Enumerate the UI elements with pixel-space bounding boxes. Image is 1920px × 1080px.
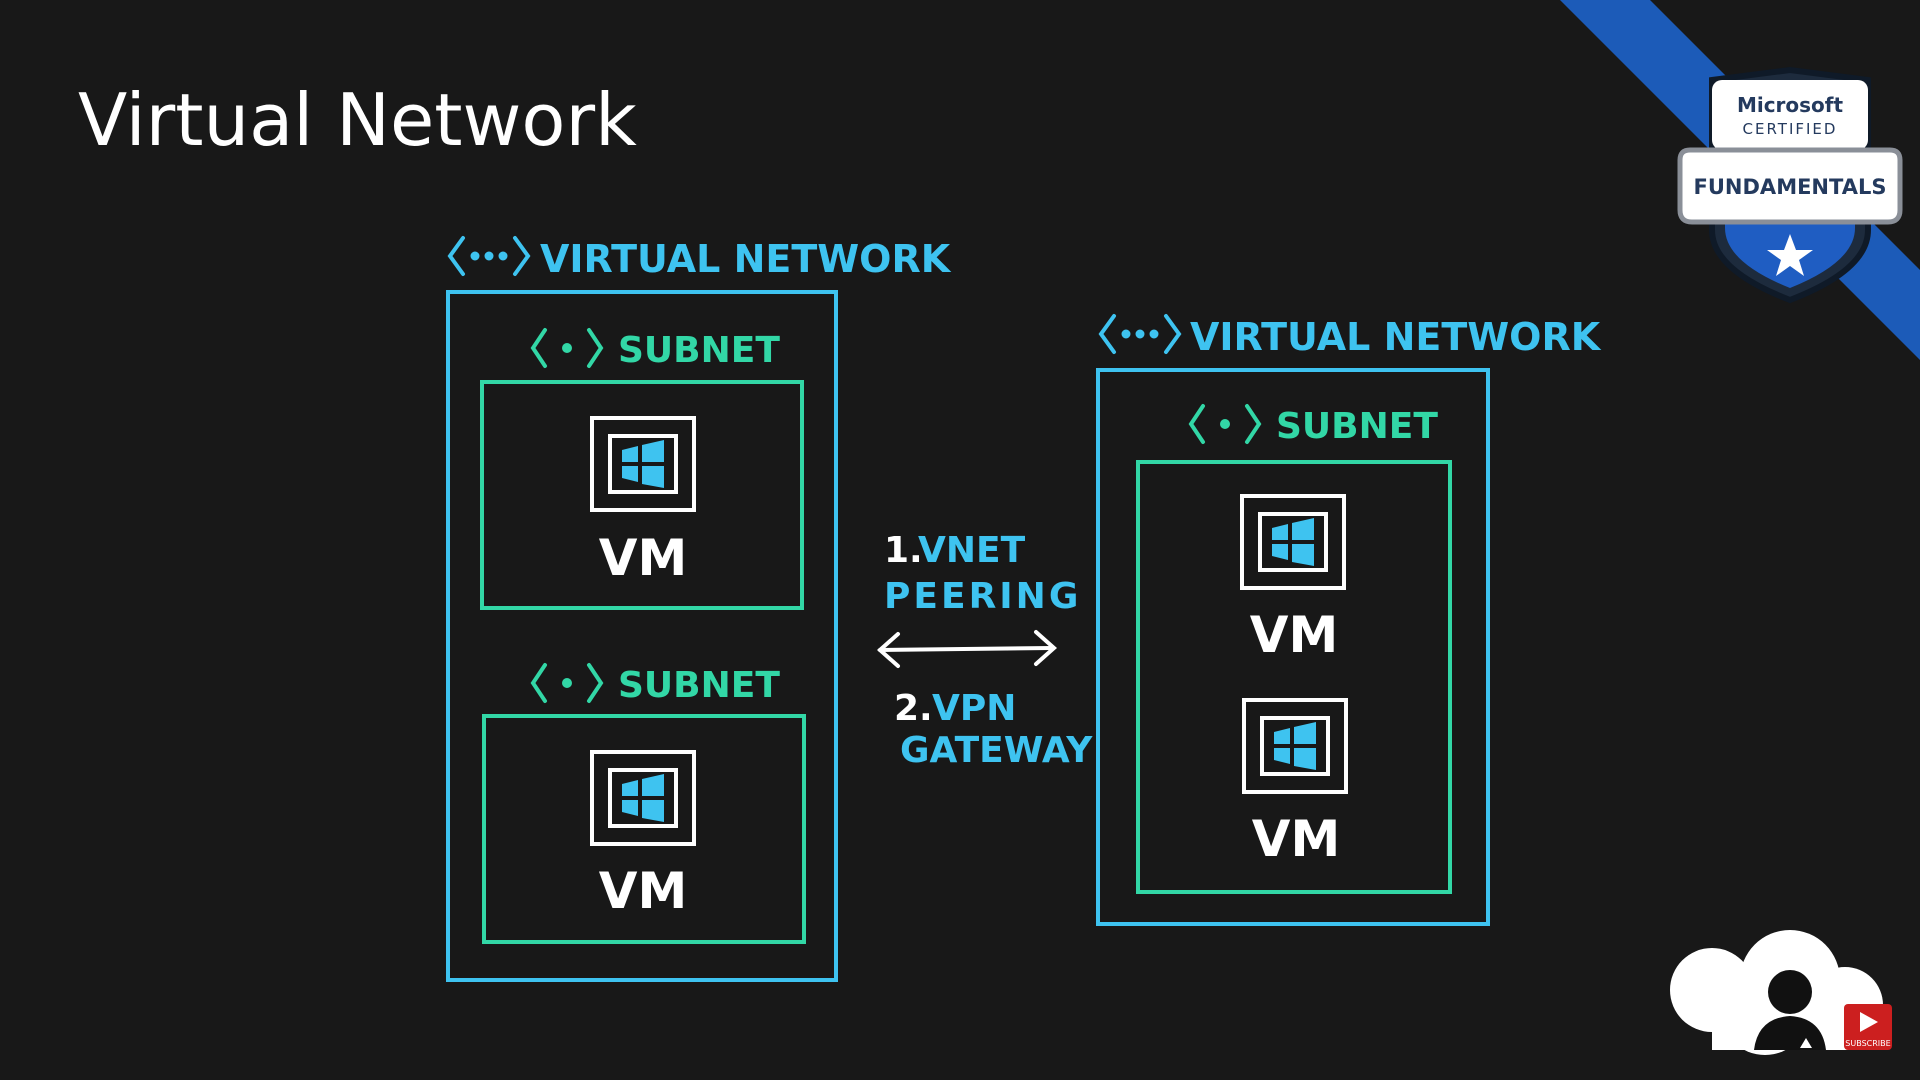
left-subnet-2-label: SUBNET [618,665,780,706]
right-vm-1-label: VM [1250,606,1338,664]
subscribe-label: SUBSCRIBE [1845,1039,1890,1048]
windows-vm-icon [590,416,696,512]
left-vnet-box [446,290,838,982]
connection-options: 1. VNET PEERING 2. VPN GATEWAY [876,530,1093,771]
avatar-cloud-icon [1670,930,1883,1055]
page-title: Virtual Network [78,78,637,162]
right-vm-2-label: VM [1252,810,1340,868]
right-subnet-label: SUBNET [1276,406,1438,447]
badge-level: FUNDAMENTALS [1694,175,1887,199]
left-subnet-1-box [480,380,804,610]
vnet-icon [1098,314,1182,354]
option-1-line-1: VNET [918,530,1026,571]
left-subnet-1-label: SUBNET [618,330,780,371]
subscribe-button[interactable]: SUBSCRIBE [1844,1004,1892,1050]
subnet-icon [530,663,604,703]
windows-vm-icon [1240,494,1346,590]
badge-brand: Microsoft [1737,93,1844,117]
vnet-icon [447,236,531,276]
play-icon [1860,1012,1878,1032]
option-2-line-1: VPN [932,688,1016,729]
left-vm-1-label: VM [599,529,687,587]
badge-certified: CERTIFIED [1743,120,1838,138]
option-2-number: 2. [894,688,933,729]
subnet-icon [1188,404,1262,444]
certification-badge: Microsoft CERTIFIED FUNDAMENTALS [1677,66,1903,304]
right-vnet-box [1096,368,1490,926]
option-2-line-2: GATEWAY [900,730,1093,771]
left-subnet-2-box [482,714,806,944]
right-vnet: VIRTUAL NETWORK SUBNET VM VM [1096,314,1602,926]
windows-vm-icon [590,750,696,846]
option-1-line-2: PEERING [884,576,1081,617]
option-1-number: 1. [884,530,923,571]
right-vnet-label: VIRTUAL NETWORK [1190,315,1602,359]
subnet-icon [530,328,604,368]
left-vm-2-label: VM [599,862,687,920]
right-subnet-box [1136,460,1452,894]
windows-vm-icon [1242,698,1348,794]
star-icon [1767,234,1813,276]
left-vnet-label: VIRTUAL NETWORK [540,237,952,281]
left-vnet: VIRTUAL NETWORK SUBNET VM SUBNET [446,236,952,982]
double-arrow-icon [876,630,1058,668]
